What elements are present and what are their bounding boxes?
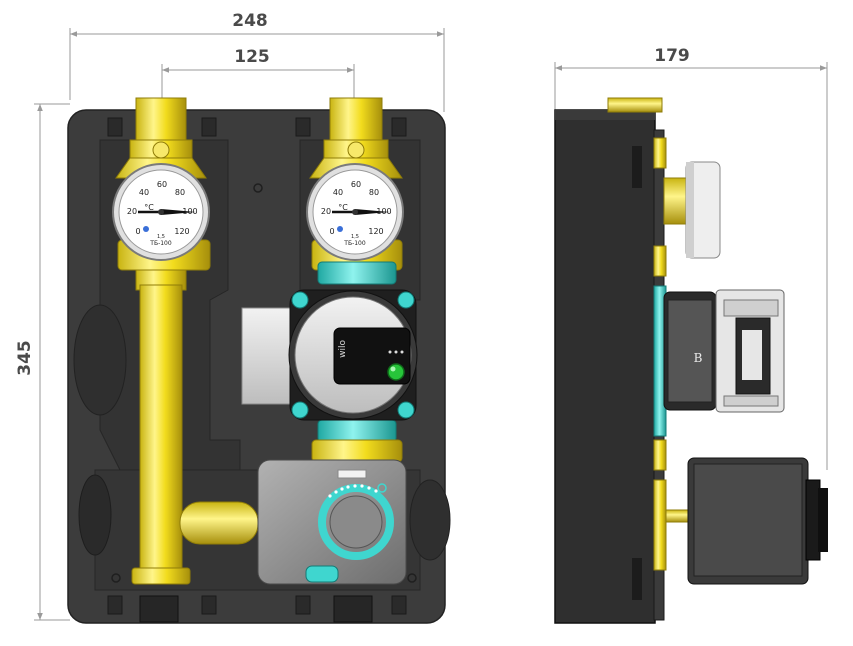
side-thermometer	[663, 161, 721, 259]
svg-text:°C: °C	[338, 203, 348, 212]
svg-text:40: 40	[333, 188, 343, 197]
svg-text:0: 0	[135, 227, 140, 236]
side-pump: B	[663, 289, 785, 413]
thermometer-icon	[143, 226, 149, 232]
side-view: B	[554, 97, 828, 624]
mixing-valve-actuator	[257, 459, 407, 585]
svg-text:0: 0	[329, 227, 334, 236]
dimension-label-depth: 179	[654, 46, 690, 66]
svg-text:40: 40	[139, 188, 149, 197]
pump-brand-label: wilo	[338, 340, 348, 358]
dimension-overall-width: 248	[69, 11, 445, 112]
svg-text:20: 20	[321, 207, 331, 216]
dimension-pipe-spacing: 125	[161, 47, 355, 105]
svg-text:1,5: 1,5	[157, 234, 165, 240]
svg-text:120: 120	[174, 227, 189, 236]
svg-text:60: 60	[157, 180, 167, 189]
circulation-pump: wilo	[241, 289, 418, 421]
side-actuator	[665, 457, 828, 585]
svg-text:20: 20	[127, 207, 137, 216]
svg-text:120: 120	[368, 227, 383, 236]
dimension-depth: 179	[554, 46, 828, 470]
pump-power-led	[387, 363, 405, 381]
side-pump-mark: B	[694, 351, 703, 365]
svg-text:ТБ-100: ТБ-100	[149, 240, 172, 247]
dimension-height: 345	[15, 103, 70, 621]
svg-text:80: 80	[175, 188, 185, 197]
dimension-label-pipe-spacing: 125	[234, 47, 270, 67]
svg-text:60: 60	[351, 180, 361, 189]
svg-text:°C: °C	[144, 203, 154, 212]
svg-text:1,5: 1,5	[351, 234, 359, 240]
dimension-label-height: 345	[15, 340, 35, 376]
supply-line-left	[115, 97, 259, 585]
svg-text:80: 80	[369, 188, 379, 197]
thermometer-right: 0 20 40 60 80 100 120 °C 1,5 ТБ-100	[306, 163, 404, 261]
svg-text:ТБ-100: ТБ-100	[343, 240, 366, 247]
front-view: 0 20 40 60 80 100 120 °C 1,5 ТБ-100 0 20	[67, 97, 451, 624]
valve-icon	[152, 141, 170, 159]
dimension-label-overall-width: 248	[232, 11, 268, 31]
thermometer-left: 0 20 40 60 80 100 120 °C 1,5 ТБ-100	[112, 163, 210, 261]
